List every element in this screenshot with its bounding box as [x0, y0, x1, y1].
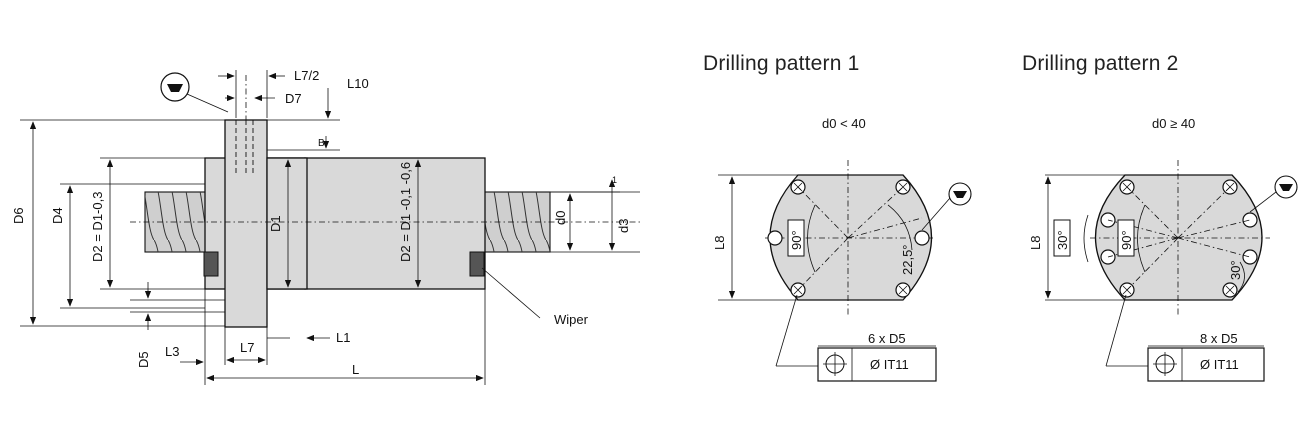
- condition-2: d0 ≥ 40: [1152, 116, 1195, 131]
- condition-1: d0 < 40: [822, 116, 866, 131]
- label-d0: d0: [553, 211, 568, 225]
- label-L1: L1: [336, 330, 350, 345]
- wiper-right: [469, 251, 485, 277]
- label-L7-2: L7/2: [294, 68, 319, 83]
- label-D2-D1-tolerance: D2 = D1-0,3: [90, 192, 105, 262]
- pattern-2-title: Drilling pattern 2: [1022, 52, 1179, 75]
- angle-22-5: 22,5°: [900, 244, 915, 275]
- label-wiper: Wiper: [554, 312, 589, 327]
- holes-1: 6 x D5: [868, 331, 906, 346]
- tolerance-frame-2: [1147, 347, 1265, 382]
- wiper-left: [203, 251, 219, 277]
- label-D7: D7: [285, 91, 302, 106]
- label-L8-2: L8: [1028, 236, 1043, 250]
- label-L3: L3: [165, 344, 179, 359]
- drilling-pattern-2: [1044, 160, 1298, 382]
- label-D5: D5: [136, 351, 151, 368]
- label-L: L: [352, 362, 359, 377]
- holes-2: 8 x D5: [1200, 331, 1238, 346]
- label-D1: D1: [268, 215, 283, 232]
- nut-side-view: [20, 70, 640, 385]
- tolerance-2: Ø IT11: [1200, 357, 1239, 372]
- angle-90-1: 90°: [789, 230, 804, 250]
- label-B: B: [318, 138, 325, 149]
- angle-90-2: 90°: [1119, 230, 1134, 250]
- label-L7: L7: [240, 340, 254, 355]
- flange: [224, 119, 268, 328]
- angle-30-right: 30°: [1228, 260, 1243, 280]
- label-D6: D6: [11, 207, 26, 224]
- pattern-1-title: Drilling pattern 1: [703, 52, 860, 75]
- label-L10: L10: [347, 76, 369, 91]
- drilling-pattern-1: [718, 160, 972, 382]
- hole: [914, 230, 930, 246]
- label-D2-D1-tolerance-2: D2 = D1 -0,1 -0,6: [398, 162, 413, 262]
- tolerance-frame-1: [817, 347, 937, 382]
- hole: [767, 230, 783, 246]
- nut-body: [304, 157, 486, 290]
- label-1: 1: [612, 175, 617, 185]
- label-D4: D4: [50, 207, 65, 224]
- label-d3: d3: [616, 219, 631, 233]
- hole: [1242, 249, 1258, 265]
- label-L8-1: L8: [712, 236, 727, 250]
- tolerance-1: Ø IT11: [870, 357, 909, 372]
- hole: [1242, 212, 1258, 228]
- angle-30-left: 30°: [1055, 230, 1070, 250]
